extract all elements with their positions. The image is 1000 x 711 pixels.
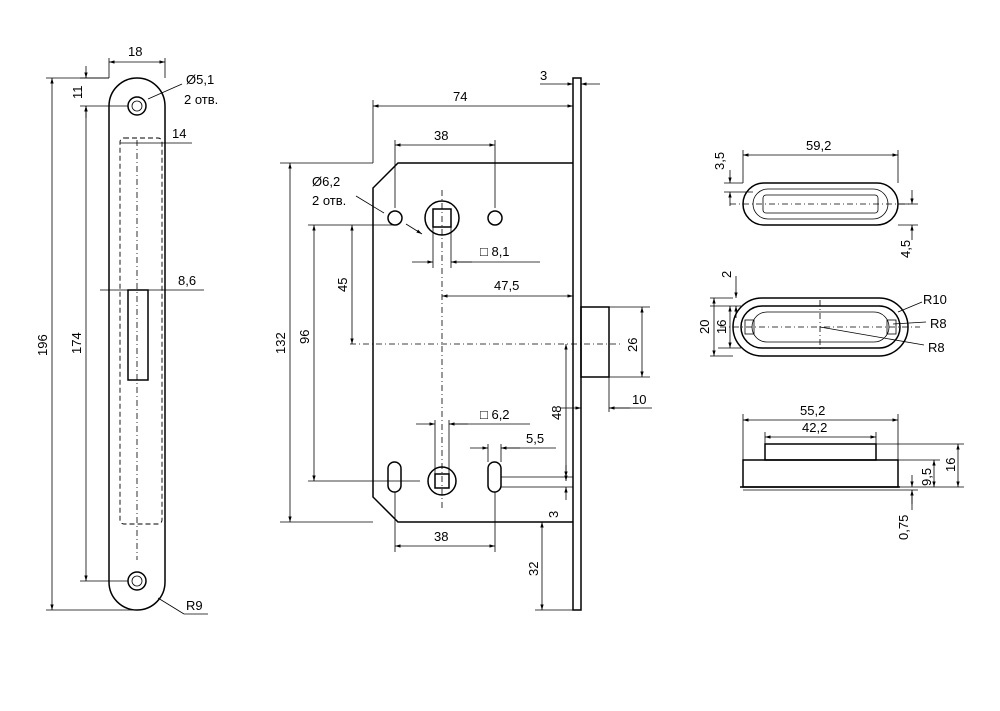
strike-mid-r2: R8 xyxy=(930,316,947,331)
strike-mid-inner: 16 xyxy=(714,320,729,334)
lock-top-holes: 38 xyxy=(434,128,448,143)
faceplate-top-offset: 11 xyxy=(70,86,85,100)
faceplate-slot-width: 8,6 xyxy=(178,273,196,288)
lock-latch-projection: 10 xyxy=(632,392,646,407)
strike-mid-view: 2 20 16 R10 R8 R8 xyxy=(697,271,947,357)
strike-side-inner: 42,2 xyxy=(802,420,827,435)
strike-side-view: 55,2 42,2 9,5 16 0,75 xyxy=(740,403,964,540)
faceplate-hole-label: Ø5,1 xyxy=(186,72,214,87)
faceplate-width-label: 18 xyxy=(128,44,142,59)
lock-lower-span: 96 xyxy=(297,330,312,344)
lock-hole-label: Ø6,2 xyxy=(312,174,340,189)
strike-side-thickness: 0,75 xyxy=(896,515,911,540)
strike-mid-outer: 20 xyxy=(697,320,712,334)
lock-latch-height: 26 xyxy=(625,338,640,352)
faceplate-total-height: 196 xyxy=(35,334,50,356)
strike-top-length: 59,2 xyxy=(806,138,831,153)
strike-side-outer: 55,2 xyxy=(800,403,825,418)
lock-bottom-holes: 38 xyxy=(434,529,448,544)
lock-height: 132 xyxy=(273,332,288,354)
lock-square-bottom: □ 6,2 xyxy=(480,407,510,422)
lock-depth: 74 xyxy=(453,89,467,104)
faceplate-radius: R9 xyxy=(186,598,203,613)
lock-bottom-extension: 32 xyxy=(526,562,541,576)
faceplate-view: 18 Ø5,1 2 отв. 11 14 8,6 196 174 R9 xyxy=(35,44,218,615)
strike-side-height-a: 9,5 xyxy=(919,468,934,486)
lock-square-top: □ 8,1 xyxy=(480,244,510,259)
lock-lower-offset: 48 xyxy=(549,406,564,420)
strike-mid-r1: R10 xyxy=(923,292,947,307)
lock-hole-count: 2 отв. xyxy=(312,193,346,208)
lock-slot-width: 5,5 xyxy=(526,431,544,446)
lock-upper-span: 45 xyxy=(335,278,350,292)
lock-body-view: 74 3 38 Ø6,2 2 отв. □ 8,1 132 96 45 47,5 xyxy=(273,68,652,611)
strike-mid-edge: 2 xyxy=(719,271,734,278)
faceplate-inner-width: 14 xyxy=(172,126,186,141)
strike-mid-r3: R8 xyxy=(928,340,945,355)
faceplate-hole-spacing: 174 xyxy=(69,332,84,354)
strike-top-view: 59,2 3,5 4,5 xyxy=(712,138,918,258)
strike-side-height-b: 16 xyxy=(943,458,958,472)
faceplate-hole-count: 2 отв. xyxy=(184,92,218,107)
strike-top-edge: 3,5 xyxy=(712,152,727,170)
lock-plate-thickness: 3 xyxy=(540,68,547,83)
lock-bottom-offset: 3 xyxy=(546,511,561,518)
strike-top-height: 4,5 xyxy=(898,240,913,258)
lock-backset: 47,5 xyxy=(494,278,519,293)
